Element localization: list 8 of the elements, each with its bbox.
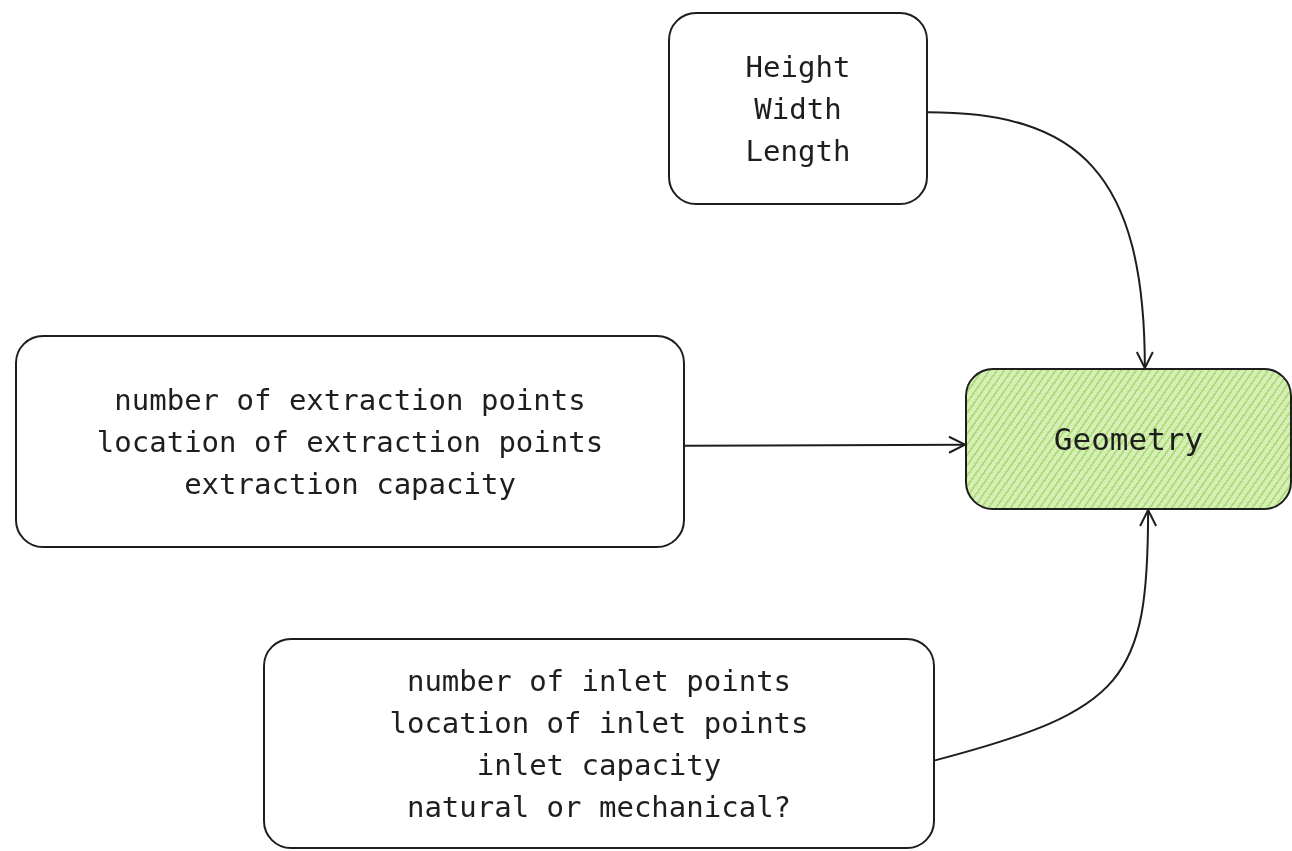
rounded-box bbox=[263, 638, 935, 849]
arrow bbox=[684, 435, 966, 454]
box-text: Geometry bbox=[1053, 420, 1204, 459]
rounded-box bbox=[668, 12, 928, 205]
rounded-box bbox=[15, 335, 685, 548]
arrow bbox=[934, 509, 1157, 762]
arrow bbox=[927, 111, 1154, 369]
highlighted-box bbox=[965, 368, 1292, 510]
